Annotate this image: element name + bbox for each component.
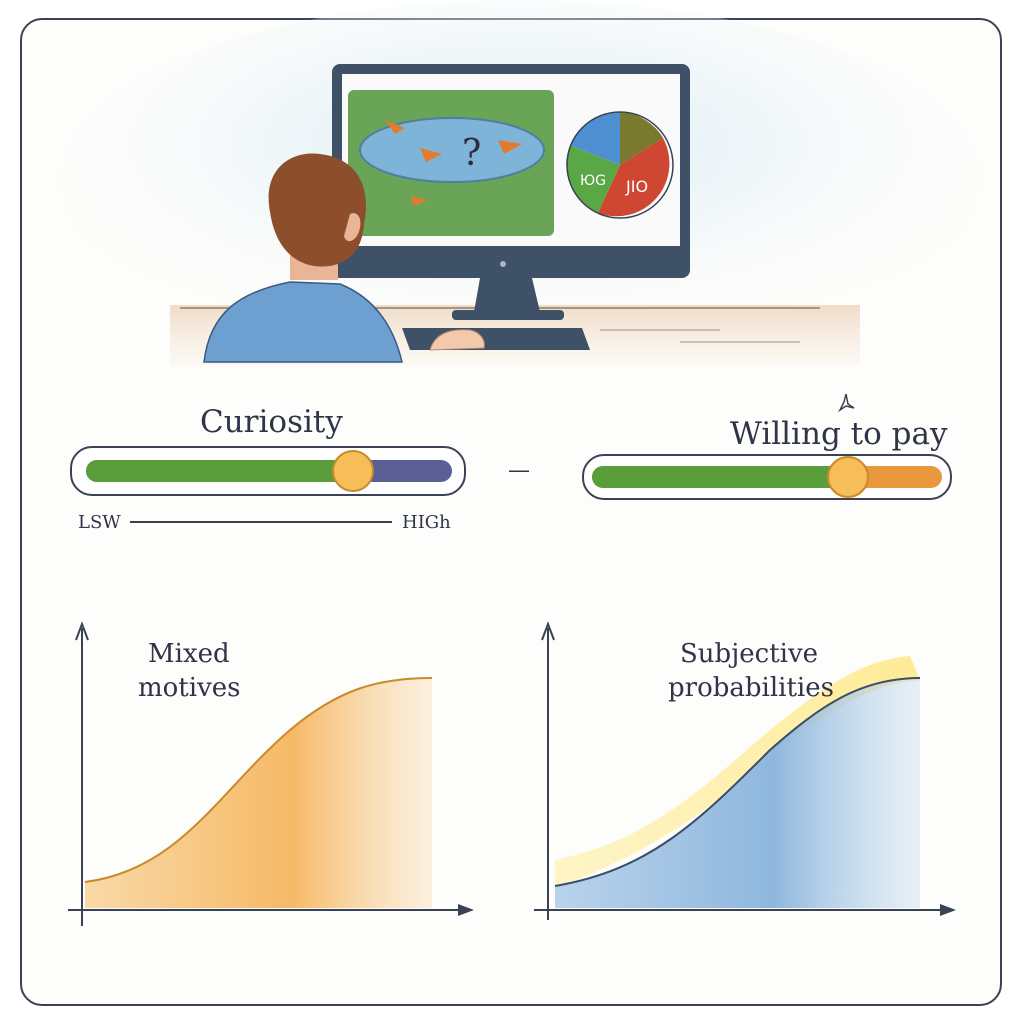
person xyxy=(203,153,485,363)
blue-curve xyxy=(554,677,921,887)
low-label: LSW xyxy=(78,512,121,533)
connector-dash: — xyxy=(508,458,530,483)
willing-knob[interactable] xyxy=(827,456,869,498)
subjective-probabilities-label-line2: probabilities xyxy=(668,673,834,703)
orange-curve xyxy=(84,677,433,883)
curiosity-title: Curiosity xyxy=(200,404,343,440)
question-mark: ? xyxy=(462,133,481,174)
curiosity-fill xyxy=(86,460,353,482)
subjective-probabilities-label-line1: Subjective xyxy=(680,639,819,669)
subjective-probabilities-graph xyxy=(534,621,956,920)
curiosity-slider[interactable] xyxy=(70,446,466,496)
x-axis-arrow-icon xyxy=(940,904,956,916)
pie-label: JIO xyxy=(625,177,648,196)
willing-to-pay-slider[interactable] xyxy=(582,454,952,500)
blue-area xyxy=(555,678,920,908)
orange-area xyxy=(85,678,432,908)
willing-fill xyxy=(592,466,848,488)
y-axis-arrow-icon xyxy=(541,621,555,641)
person-at-computer-scene: ? ЮG JIO xyxy=(60,0,980,365)
mixed-motives-graph xyxy=(68,621,474,926)
sparkle-icon xyxy=(838,393,855,413)
mixed-motives-label-line1: Mixed xyxy=(148,639,230,669)
game-map: ? xyxy=(348,90,554,236)
pie-label: ЮG xyxy=(580,173,606,189)
low-high-scale-line xyxy=(130,521,392,523)
willing-to-pay-title: Willing to pay xyxy=(730,416,948,452)
curiosity-knob[interactable] xyxy=(332,450,374,492)
x-axis-arrow-icon xyxy=(458,904,474,916)
monitor-pie-chart: ЮG JIO xyxy=(566,111,674,219)
keyboard xyxy=(402,328,590,350)
mixed-motives-label-line2: motives xyxy=(138,673,241,703)
y-axis-arrow-icon xyxy=(75,621,89,641)
high-label: HIGh xyxy=(402,512,451,533)
